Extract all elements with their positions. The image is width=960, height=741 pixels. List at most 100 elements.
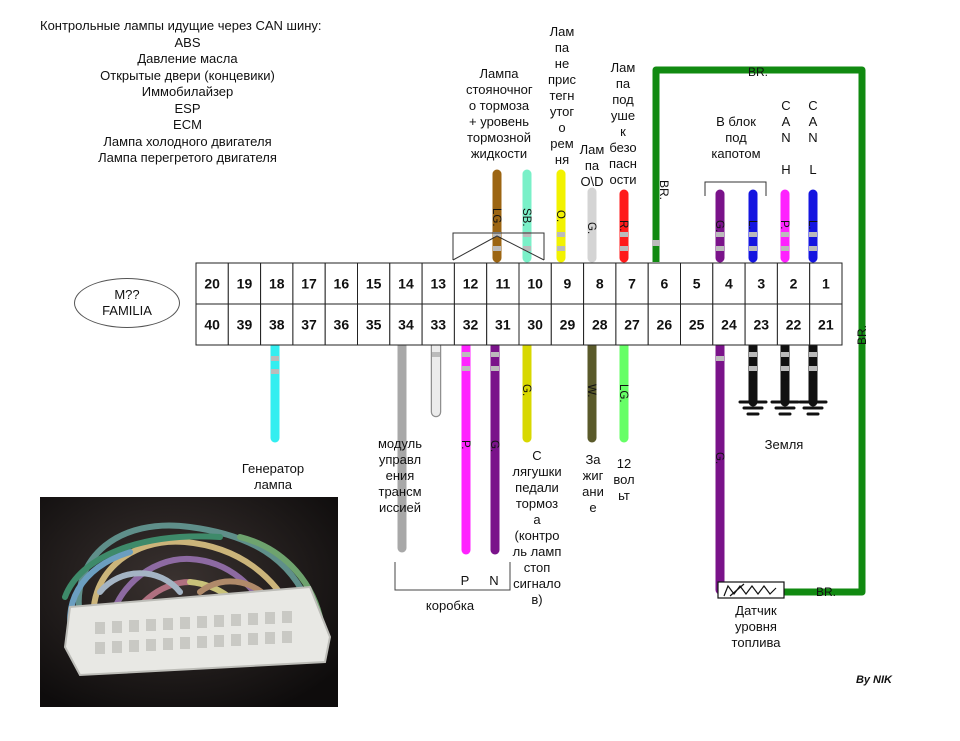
pin-18-number: 18 bbox=[269, 276, 285, 292]
legend-item: Давление масла bbox=[137, 51, 238, 66]
pin-6-number: 6 bbox=[660, 276, 668, 292]
pin-33-number: 33 bbox=[430, 317, 446, 333]
pin-9-number: 9 bbox=[564, 276, 572, 292]
pin-27-number: 27 bbox=[624, 317, 640, 333]
pin-13-number: 13 bbox=[430, 276, 446, 292]
legend-item: Иммобилайзер bbox=[141, 84, 234, 99]
pin-8 bbox=[583, 262, 617, 305]
legend-title: Контрольные лампы идущие через CAN шину: bbox=[40, 18, 322, 33]
svg-text:G.: G. bbox=[520, 384, 532, 396]
pin-36-number: 36 bbox=[334, 317, 350, 333]
pin-38-number: 38 bbox=[269, 317, 285, 333]
pin-32 bbox=[453, 303, 488, 346]
lower-wires bbox=[270, 340, 818, 595]
car-model-line2: FAMILIA bbox=[102, 303, 152, 318]
car-model-badge: M?? FAMILIA bbox=[74, 278, 180, 328]
upper-wire-codes: LG. SB. O. G. R. G. L. P. L. bbox=[490, 208, 818, 234]
pin-23-number: 23 bbox=[753, 317, 769, 333]
pin-25-number: 25 bbox=[689, 317, 705, 333]
pin-22-number: 22 bbox=[786, 317, 802, 333]
legend-item: ABS bbox=[174, 34, 201, 50]
pin-3-number: 3 bbox=[757, 276, 765, 292]
pin-22 bbox=[776, 303, 811, 346]
car-model-line1: M?? bbox=[114, 287, 140, 302]
pin-31 bbox=[486, 303, 520, 346]
pin-40-number: 40 bbox=[204, 317, 220, 333]
pin-17-number: 17 bbox=[301, 276, 317, 292]
pin-33 bbox=[421, 303, 455, 346]
pin-38 bbox=[260, 303, 294, 346]
pin-29 bbox=[550, 303, 585, 346]
pin-31-number: 31 bbox=[495, 317, 511, 333]
pin-20-number: 20 bbox=[204, 276, 220, 292]
pin-2-number: 2 bbox=[790, 276, 798, 292]
pin-24 bbox=[712, 303, 746, 346]
pin-30-number: 30 bbox=[527, 317, 543, 333]
connector-housing bbox=[63, 585, 332, 677]
svg-text:B.: B. bbox=[746, 374, 758, 385]
svg-text:B.: B. bbox=[806, 374, 818, 385]
svg-text:G.: G. bbox=[713, 220, 725, 232]
pin-27 bbox=[615, 303, 649, 346]
pin-23 bbox=[744, 303, 778, 346]
pin-26 bbox=[647, 303, 682, 346]
lower-wire-codes: P. G. G. W. LG. G. B. B. B. bbox=[459, 374, 818, 464]
svg-text:W.: W. bbox=[585, 384, 597, 397]
gearbox-n-label: N bbox=[489, 573, 499, 588]
pin-35 bbox=[357, 303, 391, 346]
pin-30 bbox=[518, 303, 552, 346]
pin-6 bbox=[647, 262, 682, 305]
pin-8-number: 8 bbox=[596, 276, 604, 292]
ground-label: Земля bbox=[764, 437, 804, 452]
pin-29-number: 29 bbox=[560, 317, 576, 333]
connector-photo bbox=[40, 497, 338, 707]
pin-28-number: 28 bbox=[592, 317, 608, 333]
pin-14-number: 14 bbox=[398, 276, 414, 292]
pin-35-number: 35 bbox=[366, 317, 382, 333]
svg-text:G.: G. bbox=[488, 440, 500, 452]
pin-24-number: 24 bbox=[721, 317, 737, 333]
pin-34 bbox=[389, 303, 423, 346]
pin-11-number: 11 bbox=[495, 276, 510, 292]
svg-text:O.: O. bbox=[554, 210, 566, 222]
legend-item: Лампа перегретого двигателя bbox=[98, 150, 277, 165]
ground-icon bbox=[738, 400, 828, 416]
pin6-code: BR. bbox=[657, 180, 671, 200]
can-lamps-legend: Контрольные лампы идущие через CAN шину:… bbox=[40, 18, 335, 167]
loop-bottom-code: BR. bbox=[816, 585, 836, 599]
svg-text:P.: P. bbox=[778, 220, 790, 229]
pin-15 bbox=[357, 262, 391, 305]
pin-37-number: 37 bbox=[301, 317, 317, 333]
pin-39-number: 39 bbox=[237, 317, 253, 333]
pin-13 bbox=[421, 262, 455, 305]
pin-12-number: 12 bbox=[463, 276, 479, 292]
upper-wire-markers bbox=[493, 232, 817, 251]
svg-text:B.: B. bbox=[778, 374, 790, 385]
pin-5-number: 5 bbox=[693, 276, 701, 292]
pin-1-number: 1 bbox=[822, 276, 830, 292]
pin-7-number: 7 bbox=[628, 276, 636, 292]
svg-text:SB.: SB. bbox=[520, 208, 532, 227]
legend-item: ECM bbox=[173, 117, 202, 132]
pin-17 bbox=[292, 262, 326, 305]
svg-text:P.: P. bbox=[459, 440, 471, 449]
loop-right-code: BR. bbox=[855, 325, 869, 345]
author-byline: By NIK bbox=[855, 674, 892, 686]
pin-16-number: 16 bbox=[334, 276, 350, 292]
pin-34-number: 34 bbox=[398, 317, 414, 333]
pin-4-number: 4 bbox=[725, 276, 733, 292]
